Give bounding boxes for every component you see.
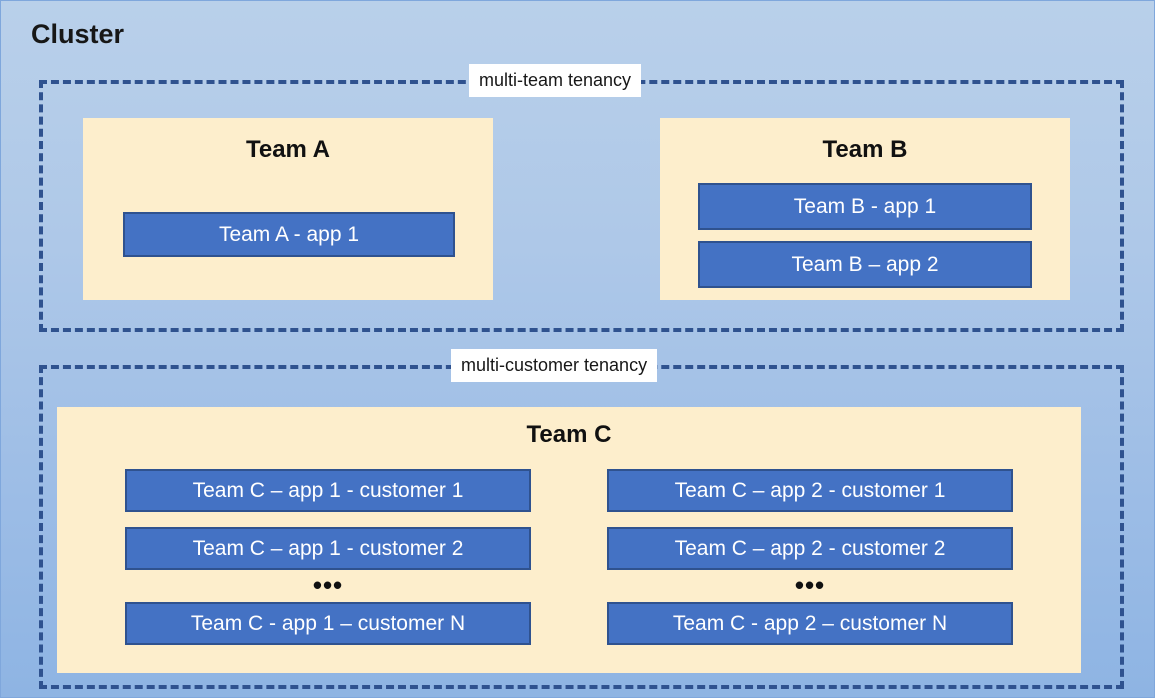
team-panel-team-a: Team A Team A - app 1 bbox=[83, 118, 493, 300]
app-box-team-b-app-2[interactable]: Team B – app 2 bbox=[698, 241, 1032, 288]
app-box-team-c-app-1-customer-1[interactable]: Team C – app 1 - customer 1 bbox=[125, 469, 531, 512]
app-box-team-c-app-1-customer-n[interactable]: Team C - app 1 – customer N bbox=[125, 602, 531, 645]
tenancy-group-label-multi-team: multi-team tenancy bbox=[469, 64, 642, 97]
app-column-team-c-app-2: Team C – app 2 - customer 1 Team C – app… bbox=[607, 469, 1013, 645]
app-column-team-c-app-1: Team C – app 1 - customer 1 Team C – app… bbox=[125, 469, 531, 645]
app-list-team-b: Team B - app 1 Team B – app 2 bbox=[698, 183, 1032, 288]
team-panel-team-c: Team C Team C – app 1 - customer 1 Team … bbox=[57, 407, 1081, 673]
app-box-team-b-app-1[interactable]: Team B - app 1 bbox=[698, 183, 1032, 230]
team-panel-team-b: Team B Team B - app 1 Team B – app 2 bbox=[660, 118, 1070, 300]
app-columns-team-c: Team C – app 1 - customer 1 Team C – app… bbox=[57, 469, 1081, 645]
spacer bbox=[125, 512, 531, 527]
app-box-team-c-app-2-customer-2[interactable]: Team C – app 2 - customer 2 bbox=[607, 527, 1013, 570]
team-title-team-b: Team B bbox=[822, 136, 908, 163]
team-title-team-c: Team C bbox=[526, 421, 612, 448]
ellipsis-team-c-app-1: ••• bbox=[312, 570, 344, 600]
ellipsis-team-c-app-2: ••• bbox=[794, 570, 826, 600]
spacer bbox=[607, 512, 1013, 527]
app-list-team-a: Team A - app 1 bbox=[123, 212, 455, 257]
tenancy-group-label-multi-customer: multi-customer tenancy bbox=[451, 349, 658, 382]
app-box-team-c-app-2-customer-n[interactable]: Team C - app 2 – customer N bbox=[607, 602, 1013, 645]
cluster-title: Cluster bbox=[31, 19, 125, 49]
app-box-team-c-app-2-customer-1[interactable]: Team C – app 2 - customer 1 bbox=[607, 469, 1013, 512]
team-title-team-a: Team A bbox=[245, 136, 331, 163]
app-box-team-c-app-1-customer-2[interactable]: Team C – app 1 - customer 2 bbox=[125, 527, 531, 570]
app-box-team-a-app-1[interactable]: Team A - app 1 bbox=[123, 212, 455, 257]
